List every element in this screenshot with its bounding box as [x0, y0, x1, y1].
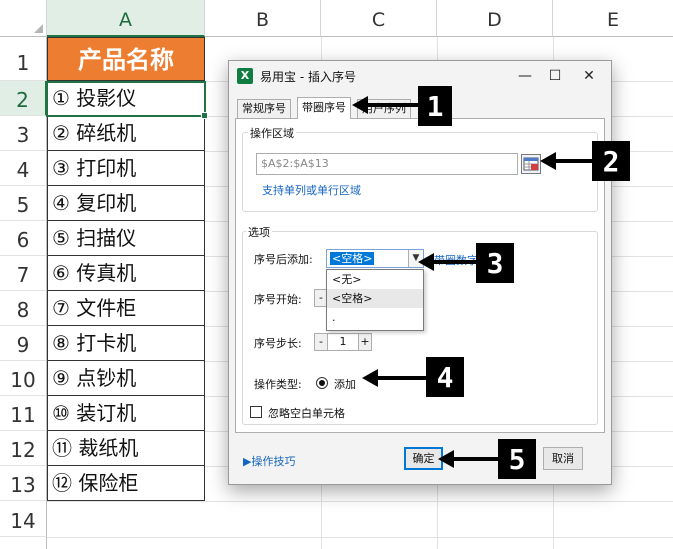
callout-arrow-line [376, 376, 426, 380]
dialog-title: 易用宝 - 插入序号 [260, 70, 356, 84]
ok-button[interactable]: 确定 [404, 447, 443, 470]
row-header-2[interactable]: 2 [0, 81, 47, 116]
callout-arrow-line [554, 159, 592, 163]
start-label: 序号开始: [254, 293, 302, 306]
suffix-label: 序号后添加: [254, 253, 313, 266]
column-header-c[interactable]: C [321, 0, 437, 37]
row-header-8[interactable]: 8 [0, 291, 47, 326]
tips-link[interactable]: ▶操作技巧 [243, 455, 296, 468]
row-header-12[interactable]: 12 [0, 431, 47, 466]
column-header-d[interactable]: D [437, 0, 553, 37]
dropdown-option-none[interactable]: <无> [332, 273, 362, 286]
row-header-3[interactable]: 3 [0, 116, 47, 151]
column-header-a[interactable]: A [47, 0, 205, 37]
ignore-blank-checkbox[interactable] [250, 406, 262, 418]
insert-serial-number-dialog: X 易用宝 - 插入序号 — ☐ ✕ 常规序号 带圈序号 用户序列 操作区域 $… [228, 60, 612, 485]
column-header-e[interactable]: E [553, 0, 673, 37]
data-cell[interactable]: ⑨ 点钞机 [47, 361, 205, 396]
callout-number: 5 [498, 439, 536, 479]
cancel-button[interactable]: 取消 [543, 447, 583, 470]
dropdown-option-space[interactable]: <空格> [327, 289, 423, 308]
select-all-corner[interactable] [0, 0, 47, 37]
step-label: 序号步长: [254, 337, 302, 350]
header-cell-product-name[interactable]: 产品名称 [47, 37, 205, 81]
close-button[interactable]: ✕ [583, 68, 595, 84]
data-cell[interactable]: ⑩ 装订机 [47, 396, 205, 431]
callout-number: 3 [476, 243, 514, 283]
callout-arrow-icon [362, 369, 378, 387]
step-decrement-button[interactable]: - [314, 333, 328, 351]
data-cell[interactable]: ⑫ 保险柜 [47, 466, 205, 501]
data-cell[interactable]: ⑥ 传真机 [47, 256, 205, 291]
step-value[interactable]: 1 [328, 333, 358, 351]
callout-arrow-line [432, 260, 476, 264]
maximize-button[interactable]: ☐ [548, 68, 562, 84]
row-header-10[interactable]: 10 [0, 361, 47, 396]
row-header-4[interactable]: 4 [0, 151, 47, 186]
grid-line [47, 501, 673, 502]
range-input[interactable]: $A$2:$A$13 [256, 153, 518, 175]
minimize-button[interactable]: — [518, 68, 532, 84]
options-group-label: 选项 [246, 224, 272, 240]
row-header-9[interactable]: 9 [0, 326, 47, 361]
callout-arrow-line [366, 103, 418, 107]
row-header-15 [0, 537, 47, 549]
data-cell[interactable]: ⑦ 文件柜 [47, 291, 205, 326]
data-cell[interactable]: ① 投影仪 [47, 81, 205, 116]
callout-number: 4 [426, 357, 464, 397]
excel-app-icon: X [237, 68, 253, 84]
options-group [242, 231, 598, 425]
range-group-label: 操作区域 [248, 125, 296, 141]
ignore-blank-label: 忽略空白单元格 [268, 407, 345, 420]
row-header-5[interactable]: 5 [0, 186, 47, 221]
data-cell[interactable]: ⑪ 裁纸机 [47, 431, 205, 466]
dialog-titlebar[interactable]: X 易用宝 - 插入序号 — ☐ ✕ [229, 61, 611, 91]
active-cell-selection [46, 81, 208, 119]
callout-arrow-icon [352, 96, 368, 114]
callout-number: 1 [418, 86, 452, 126]
tab-panel: 操作区域 $A$2:$A$13 支持单列或单行区域 选项 序号后添加: <空格>… [235, 118, 605, 433]
callout-arrow-icon [540, 152, 556, 170]
step-increment-button[interactable]: + [358, 333, 372, 351]
data-cell[interactable]: ② 碎纸机 [47, 116, 205, 151]
suffix-dropdown-list: <无> <空格> . [326, 269, 424, 331]
column-header-b[interactable]: B [205, 0, 321, 37]
row-header-13[interactable]: 13 [0, 466, 47, 501]
data-cell[interactable]: ⑧ 打卡机 [47, 326, 205, 361]
row-header-7[interactable]: 7 [0, 256, 47, 291]
dropdown-option-dot[interactable]: . [332, 311, 336, 324]
callout-arrow-icon [418, 253, 434, 271]
tab-regular-serial[interactable]: 常规序号 [237, 99, 291, 118]
row-header-11[interactable]: 11 [0, 396, 47, 431]
grid-line [47, 537, 673, 538]
data-cell[interactable]: ④ 复印机 [47, 186, 205, 221]
row-header-1[interactable]: 1 [0, 37, 47, 81]
range-hint-link[interactable]: 支持单列或单行区域 [262, 184, 361, 197]
range-picker-icon[interactable] [521, 154, 541, 174]
row-header-6[interactable]: 6 [0, 221, 47, 256]
operation-type-label: 操作类型: [254, 378, 302, 391]
callout-arrow-line [452, 457, 498, 461]
data-cell[interactable]: ③ 打印机 [47, 151, 205, 186]
suffix-select-value: <空格> [330, 252, 375, 265]
add-radio[interactable] [316, 377, 328, 389]
row-header-14[interactable]: 14 [0, 501, 47, 537]
tab-circled-serial[interactable]: 带圈序号 [297, 97, 351, 119]
suffix-select[interactable]: <空格> ▼ [326, 249, 424, 268]
data-cell[interactable]: ⑤ 扫描仪 [47, 221, 205, 256]
add-radio-label: 添加 [334, 378, 356, 391]
callout-number: 2 [592, 141, 630, 181]
callout-arrow-icon [438, 450, 454, 468]
